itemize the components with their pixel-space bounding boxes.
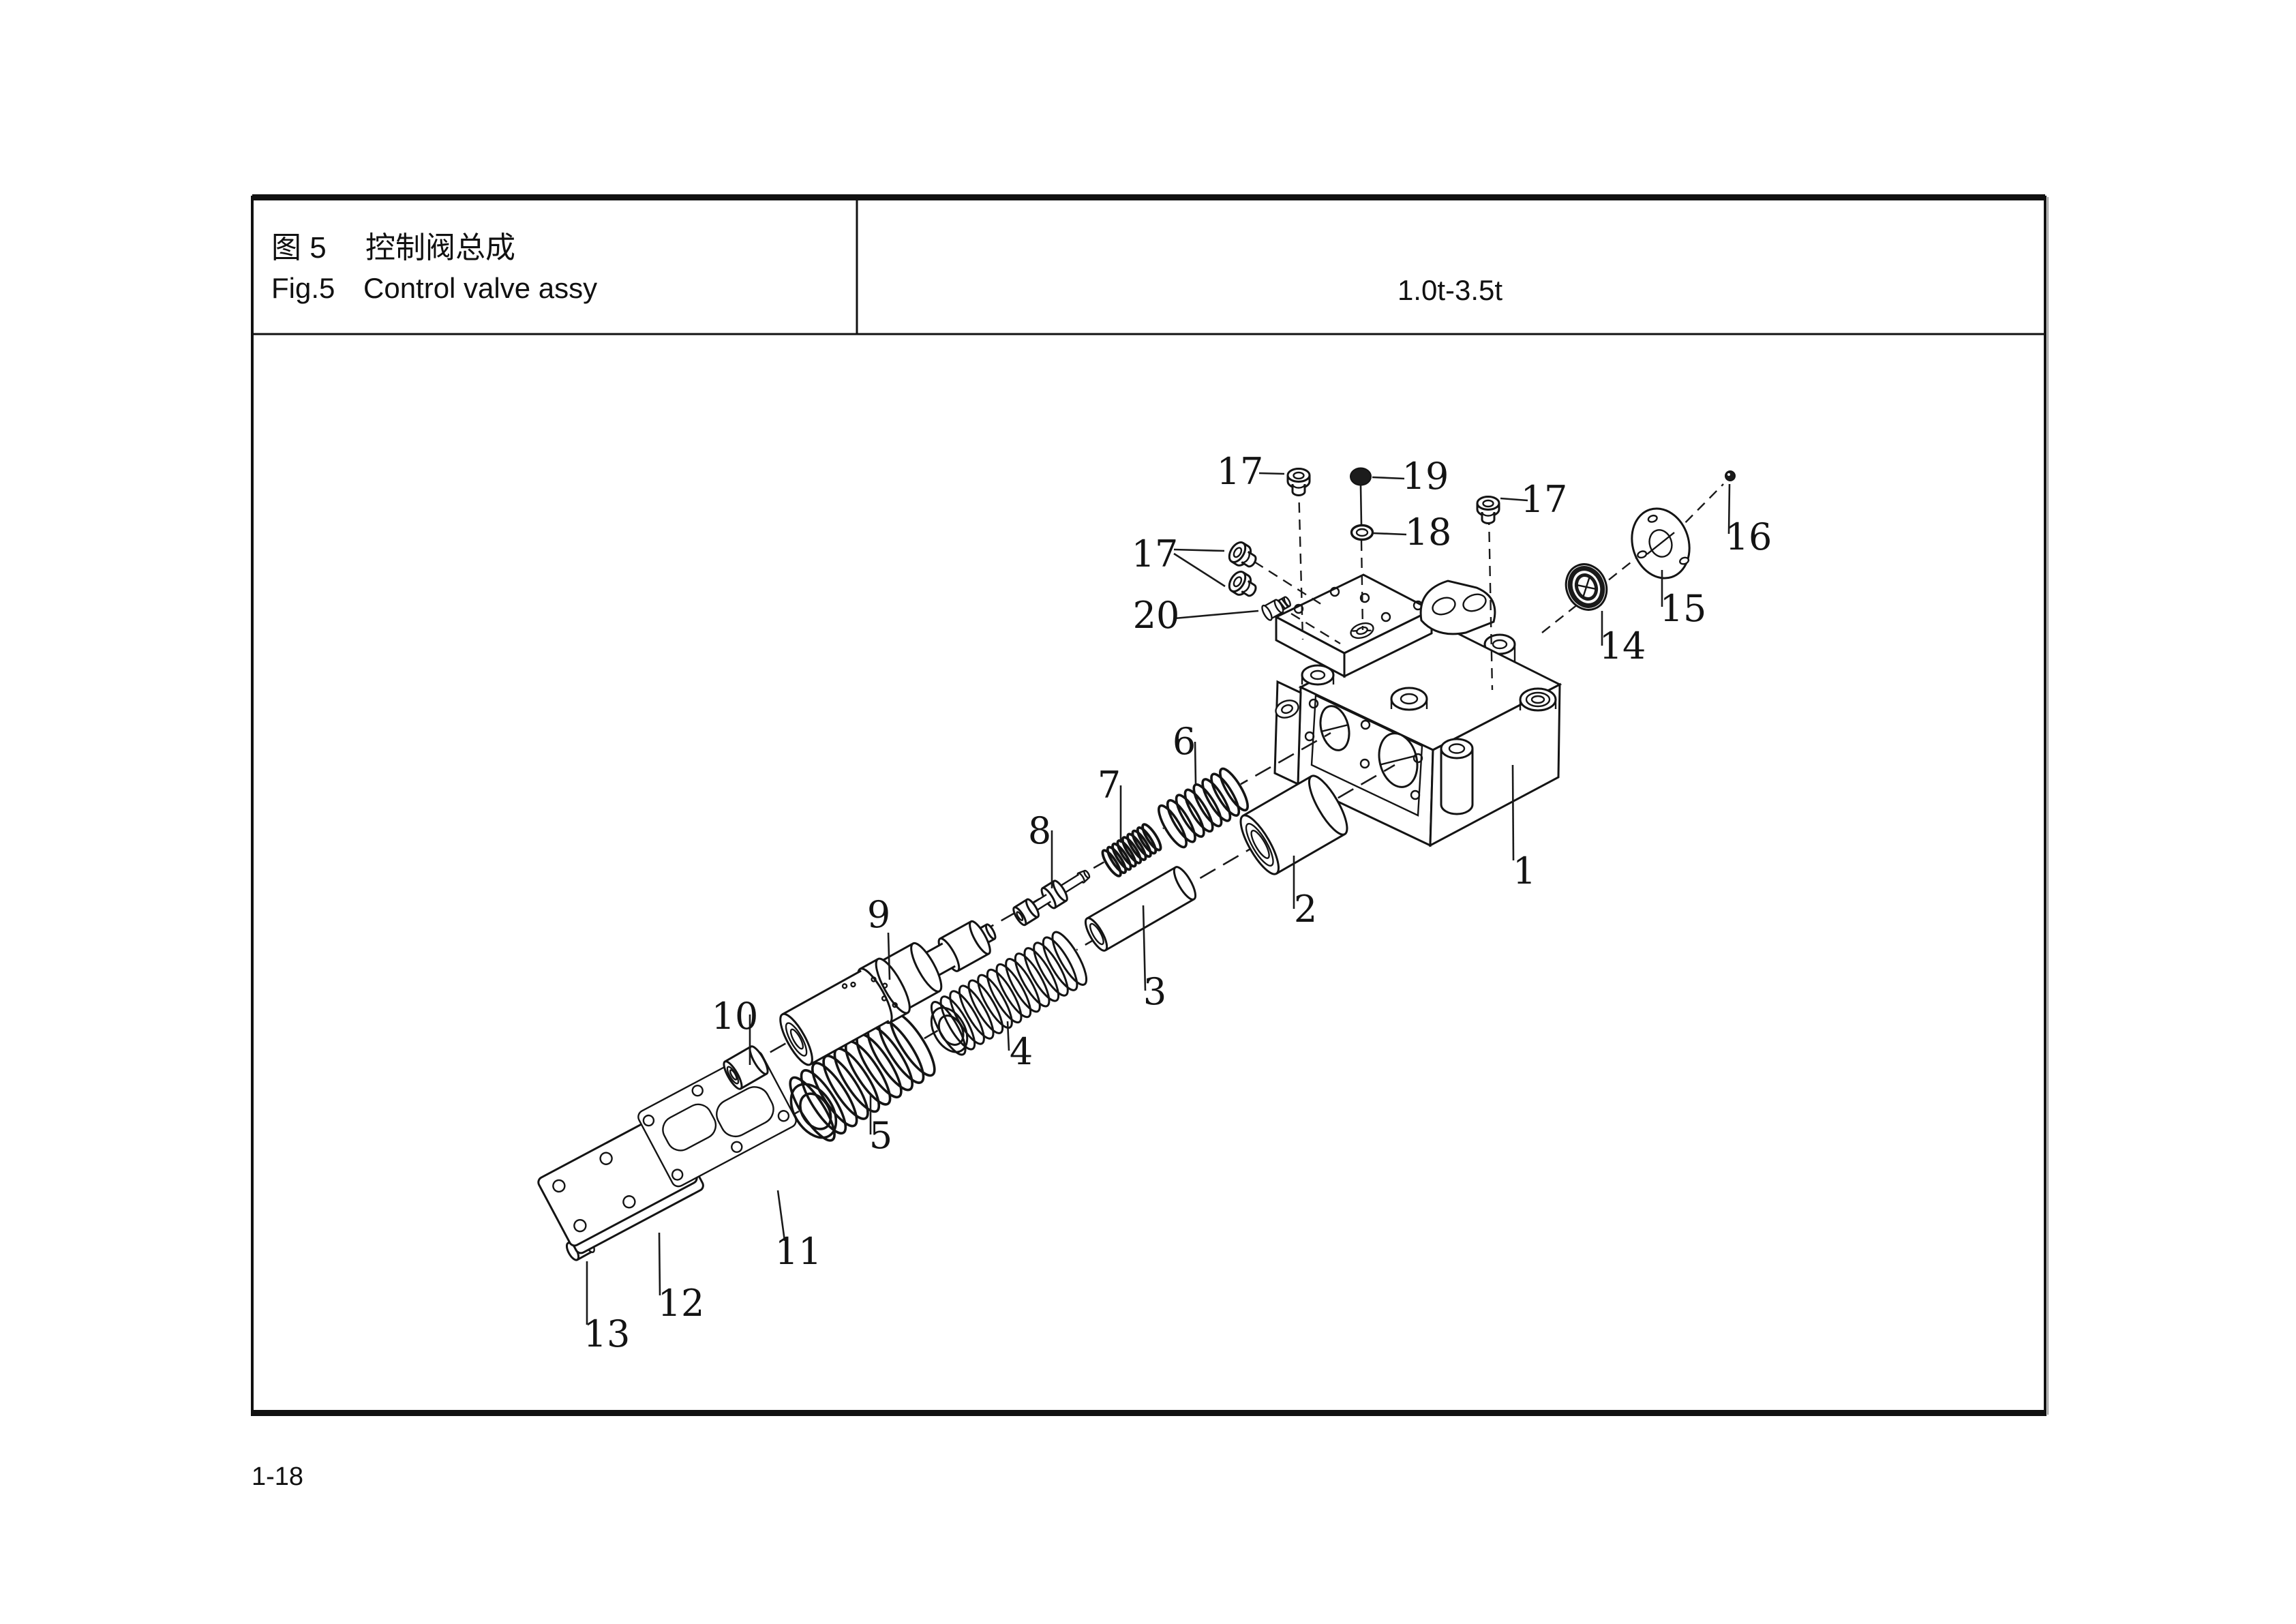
- callout-leader-18: [1372, 532, 1407, 536]
- part-14-oil-seal: [1565, 563, 1608, 611]
- axis-plugs17-left: [1254, 560, 1326, 608]
- part-2-sleeve: [1239, 775, 1348, 875]
- part-7-spring: [1098, 820, 1166, 880]
- callout-label-6: 6: [1173, 720, 1196, 763]
- callout-leader-3: [1142, 905, 1147, 991]
- part-11-gasket: [637, 1050, 797, 1188]
- figure-title-en: Control valve assy: [363, 272, 597, 304]
- callout-leader-12: [658, 1232, 661, 1296]
- axis-plug17b: [1487, 514, 1494, 691]
- callout-label-17c: 17: [1132, 532, 1179, 575]
- callout-leader-6: [1194, 741, 1197, 785]
- callout-label-15: 15: [1660, 587, 1707, 630]
- callout-label-9: 9: [867, 893, 890, 936]
- callout-leader-17b: [1500, 497, 1528, 502]
- body-gasket-pad: [1310, 694, 1423, 817]
- callout-label-14: 14: [1599, 625, 1646, 667]
- callout-leader-17c: [1173, 548, 1225, 552]
- body-boss-2: [1390, 687, 1428, 711]
- callout-label-4: 4: [1010, 1030, 1033, 1073]
- countersunk-hole: [1350, 622, 1374, 640]
- part-17-plug-b: [1476, 496, 1500, 524]
- part-9-spool: [779, 920, 997, 1066]
- part-17-plug-c: [1224, 538, 1261, 573]
- callout-label-19: 19: [1402, 455, 1449, 498]
- frame-top-rule: [252, 194, 2045, 200]
- part-17-plug-a: [1286, 468, 1311, 496]
- page-frame: [251, 194, 2049, 1416]
- figure-title-cn: 控制阀总成: [365, 231, 515, 265]
- callout-label-5: 5: [869, 1114, 892, 1157]
- body-bore-upper: [1319, 705, 1350, 751]
- axis-seal-flange: [1541, 549, 1648, 633]
- callout-label-7: 7: [1098, 764, 1121, 807]
- part-10-bushing: [723, 1045, 769, 1090]
- callout-leader-17a: [1258, 472, 1285, 475]
- figure-number-en: Fig.5: [271, 272, 335, 304]
- body-bore-lower: [1378, 732, 1419, 788]
- part-8-pilot-pin: [1012, 869, 1091, 927]
- body-ear-bracket: [1419, 580, 1496, 635]
- callout-leader-20: [1174, 610, 1259, 620]
- figure-number-cn: 图 5: [271, 231, 327, 265]
- body-left-lug: [1273, 680, 1302, 786]
- callout-leader-11: [776, 1190, 786, 1242]
- part-6-spring: [1152, 763, 1254, 853]
- callout-label-16: 16: [1725, 515, 1772, 558]
- callout-leader-19: [1372, 476, 1405, 480]
- callout-label-11: 11: [775, 1230, 822, 1273]
- part-17-plug-d: [1224, 567, 1261, 603]
- callout-label-10: 10: [712, 995, 759, 1038]
- body-boss-3: [1519, 687, 1557, 712]
- callout-label-18: 18: [1405, 511, 1452, 554]
- part-16-pin: [1725, 470, 1736, 481]
- callout-label-2: 2: [1294, 888, 1317, 931]
- callout-leader-17c: [1173, 552, 1226, 588]
- callout-label-17b: 17: [1521, 478, 1568, 521]
- part-3-plunger: [1084, 866, 1197, 952]
- part-19-steel-ball: [1350, 467, 1372, 486]
- callout-label-12: 12: [658, 1282, 705, 1325]
- callout-label-17a: 17: [1217, 450, 1264, 493]
- page-number: 1-18: [252, 1462, 303, 1491]
- callout-label-20: 20: [1133, 594, 1180, 637]
- part-18-washer: [1350, 524, 1374, 541]
- capacity-range: 1.0t-3.5t: [1398, 274, 1502, 306]
- body-boss-1: [1301, 664, 1335, 686]
- callout-leader-4: [1006, 1021, 1010, 1051]
- callout-label-1: 1: [1513, 849, 1536, 892]
- axis-plug17a: [1297, 485, 1304, 640]
- part-4-spring: [924, 926, 1094, 1061]
- callout-label-8: 8: [1028, 809, 1051, 852]
- frame-bottom-rule: [252, 1410, 2045, 1416]
- header: 图 5 控制阀总成 Fig.5 Control valve assy 1.0t-…: [271, 231, 1502, 306]
- axis-fitting20: [1290, 612, 1341, 645]
- callout-label-3: 3: [1143, 970, 1166, 1013]
- callout-leader-9: [887, 932, 891, 980]
- part-15-cover-plate: [1631, 507, 1691, 580]
- axis-flange-pin: [1673, 483, 1724, 535]
- callout-label-13: 13: [584, 1312, 631, 1355]
- axis-19-18: [1360, 540, 1364, 631]
- body-front-boss: [1440, 738, 1474, 815]
- part-20-fitting: [1261, 595, 1291, 621]
- part-valve-body: [1273, 573, 1562, 847]
